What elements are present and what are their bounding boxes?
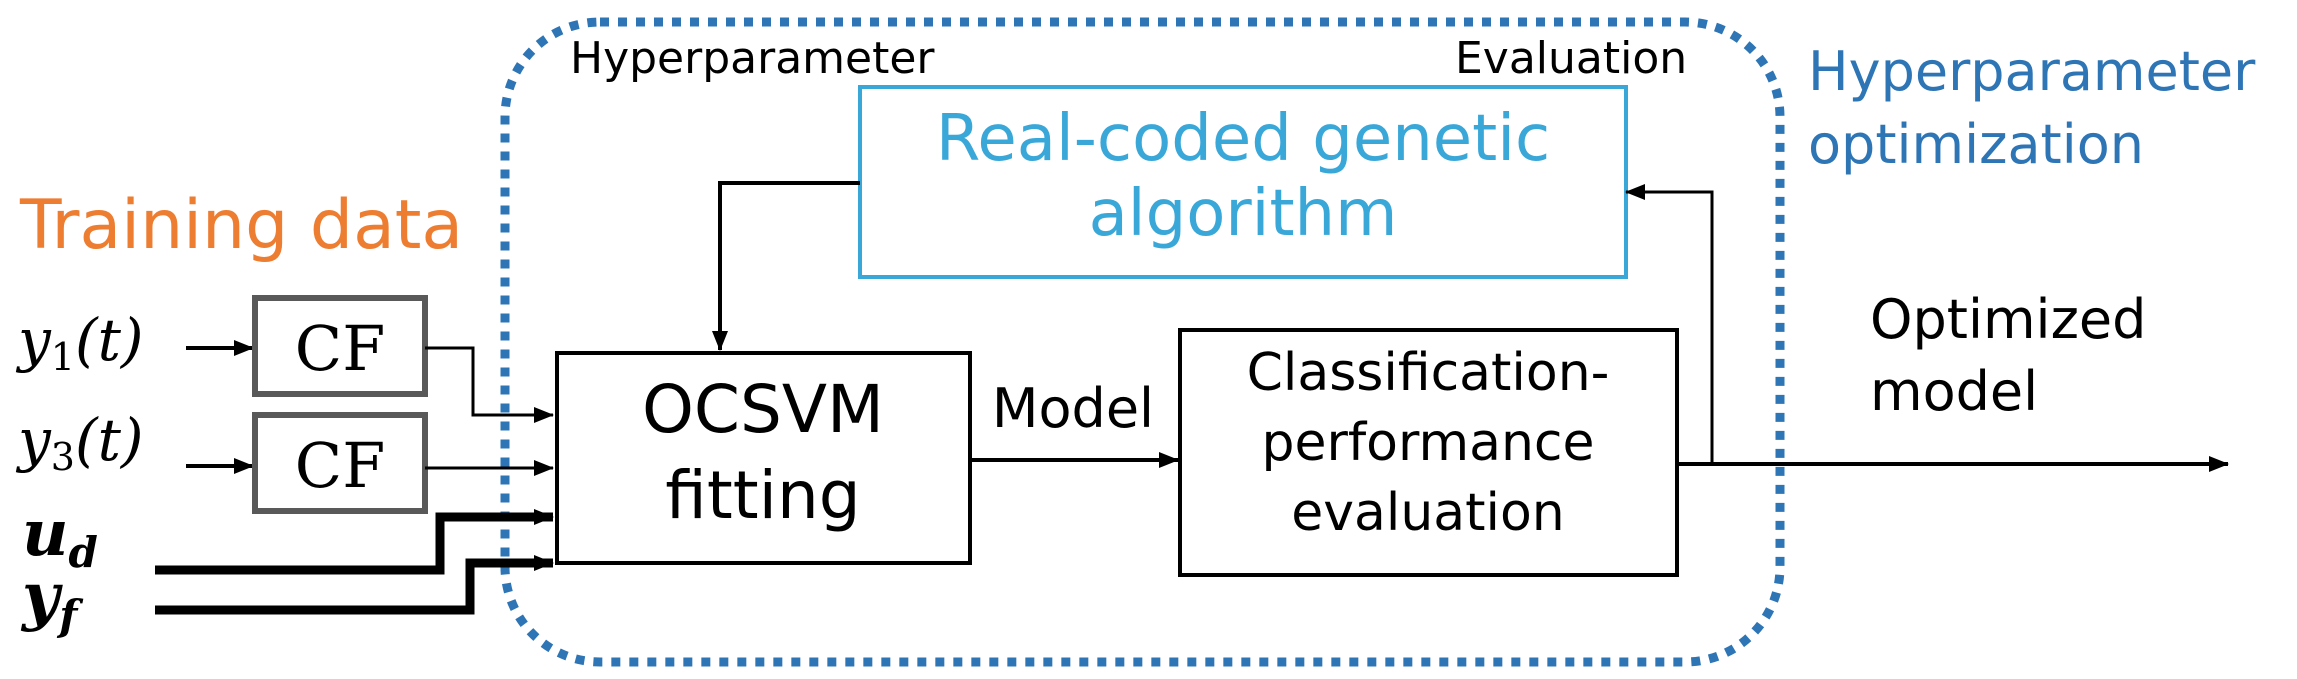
evaluation-label: Evaluation	[1455, 33, 1687, 84]
model-label: Model	[992, 377, 1154, 440]
ocsvm-label-line2: fitting	[665, 457, 860, 534]
input-y1-arg: (t)	[75, 306, 144, 374]
input-y3-sub: 3	[51, 435, 75, 479]
genetic-algorithm-box	[858, 85, 1628, 279]
ocsvm-label-line1: OCSVM	[642, 371, 884, 448]
optimized-model-label-line1: Optimized	[1870, 288, 2146, 351]
input-y3-base: y	[15, 406, 52, 474]
input-y3-label: y3(t)	[15, 406, 144, 479]
yf-to-ocsvm-line	[155, 555, 554, 615]
cf-block-2	[252, 412, 428, 514]
input-ud-sub: d	[69, 528, 98, 577]
cf-block-1	[252, 295, 428, 397]
ocsvm-fitting-box	[555, 351, 972, 565]
cf-block-2-label: CF	[295, 429, 385, 502]
hyperparameter-optimization-label-line2: optimization	[1808, 113, 2144, 176]
evaluation-box	[1178, 328, 1679, 577]
evaluation-label-line1: Classification-	[1247, 343, 1610, 403]
genetic-algorithm-label-line1: Real-coded genetic	[936, 102, 1550, 176]
optimization-region-border	[500, 17, 1785, 667]
cf1-to-ocsvm-line	[425, 346, 554, 423]
ud-to-ocsvm-line	[155, 509, 554, 575]
input-y1-base: y	[15, 306, 52, 374]
input-yf-base: y	[20, 559, 63, 634]
hyperparameter-label: Hyperparameter	[570, 33, 935, 84]
evaluation-label-line2: performance	[1261, 413, 1594, 473]
training-data-label: Training data	[19, 186, 463, 265]
evaluation-label-line3: evaluation	[1291, 483, 1565, 543]
genetic-algorithm-label-line2: algorithm	[1089, 177, 1398, 251]
cf-block-1-label: CF	[295, 312, 385, 385]
optimized-model-label-line2: model	[1870, 360, 2038, 423]
input-yf-sub: f	[56, 591, 84, 640]
input-ud-base: u	[22, 496, 69, 571]
input-ud-label: ud	[22, 496, 98, 577]
ga-to-ocsvm-arrow	[712, 181, 860, 351]
input-y1-label: y1(t)	[15, 306, 144, 379]
evaluation-to-ga-arrow	[1625, 184, 1714, 464]
input-y1-sub: 1	[51, 335, 75, 379]
hyperparameter-optimization-label-line1: Hyperparameter	[1808, 40, 2256, 103]
input-y3-arg: (t)	[75, 406, 144, 474]
